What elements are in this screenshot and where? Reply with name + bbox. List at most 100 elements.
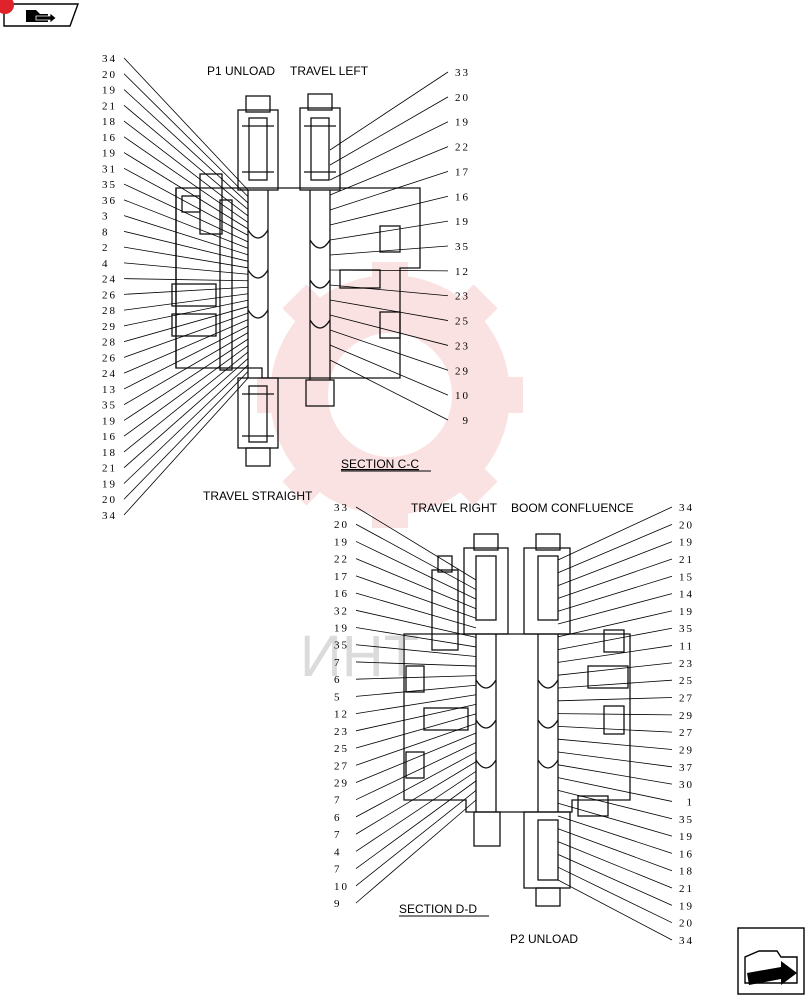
leader-line bbox=[123, 152, 249, 230]
leader-line bbox=[123, 278, 249, 282]
leader-line bbox=[557, 645, 673, 663]
leader-line bbox=[355, 742, 477, 801]
callout-dd-left-8: 35 bbox=[334, 640, 349, 652]
callout-cc-left-8: 35 bbox=[102, 179, 117, 191]
callout-dd-right-20: 16 bbox=[679, 848, 694, 860]
leader-line bbox=[123, 351, 249, 453]
leader-line bbox=[557, 854, 673, 906]
callout-cc-right-6: 19 bbox=[455, 216, 470, 228]
callout-cc-left-5: 16 bbox=[102, 132, 117, 144]
callout-dd-left-9: 7 bbox=[334, 657, 342, 669]
callout-dd-right-5: 14 bbox=[679, 589, 694, 601]
callout-cc-right-3: 22 bbox=[455, 142, 470, 154]
callout-dd-left-10: 6 bbox=[334, 674, 342, 686]
leader-line bbox=[123, 215, 249, 256]
callout-cc-right-13: 10 bbox=[455, 390, 470, 402]
callout-cc-left-28: 20 bbox=[102, 494, 117, 506]
leader-line bbox=[123, 358, 249, 469]
callout-dd-left-16: 29 bbox=[334, 777, 349, 789]
section-dd-caption: SECTION D-D bbox=[399, 902, 477, 916]
leader-line bbox=[355, 506, 477, 581]
leader-line bbox=[123, 332, 249, 406]
p1-unload-label: P1 UNLOAD bbox=[207, 64, 275, 78]
callout-dd-right-14: 29 bbox=[679, 744, 694, 756]
section-dd-drawing bbox=[403, 533, 631, 907]
leader-line bbox=[557, 627, 673, 650]
leader-line bbox=[329, 344, 449, 396]
leader-line bbox=[557, 541, 673, 586]
leader-line bbox=[557, 828, 673, 872]
callout-cc-left-19: 26 bbox=[102, 352, 117, 364]
callout-cc-right-0: 33 bbox=[455, 67, 470, 79]
callout-dd-right-4: 15 bbox=[679, 571, 694, 583]
callout-dd-left-19: 7 bbox=[334, 829, 342, 841]
leader-line bbox=[329, 359, 449, 421]
callout-dd-right-0: 34 bbox=[679, 502, 694, 514]
leader-line bbox=[123, 120, 249, 217]
leader-line bbox=[355, 751, 477, 818]
leader-line bbox=[557, 764, 673, 785]
callout-cc-right-9: 23 bbox=[455, 291, 470, 303]
callout-dd-right-15: 37 bbox=[679, 762, 694, 774]
leader-line bbox=[123, 377, 249, 516]
callout-cc-right-8: 12 bbox=[455, 266, 470, 278]
leader-line bbox=[557, 679, 673, 689]
leader-line bbox=[123, 230, 249, 262]
leader-line bbox=[329, 71, 449, 151]
callout-cc-left-16: 28 bbox=[102, 305, 117, 317]
callout-cc-left-4: 18 bbox=[102, 116, 117, 128]
callout-cc-left-7: 31 bbox=[102, 163, 117, 175]
callout-dd-left-11: 5 bbox=[334, 691, 342, 703]
leader-line bbox=[329, 195, 449, 226]
leader-line bbox=[123, 364, 249, 484]
callout-dd-right-7: 35 bbox=[679, 623, 694, 635]
leader-line bbox=[355, 770, 477, 852]
leader-line bbox=[355, 703, 477, 732]
leader-line bbox=[557, 697, 673, 702]
callout-cc-left-6: 19 bbox=[102, 148, 117, 160]
leader-line bbox=[355, 780, 477, 869]
leader-line bbox=[329, 96, 449, 166]
boom-confluence-label: BOOM CONFLUENCE bbox=[511, 501, 634, 515]
leader-line bbox=[123, 183, 249, 243]
leader-line bbox=[329, 146, 449, 196]
callout-cc-left-11: 8 bbox=[102, 226, 110, 238]
callout-dd-left-20: 4 bbox=[334, 846, 342, 858]
callout-cc-left-23: 19 bbox=[102, 415, 117, 427]
leader-line bbox=[123, 262, 249, 275]
leader-line bbox=[355, 713, 477, 749]
callout-dd-right-3: 21 bbox=[679, 554, 694, 566]
callout-dd-left-5: 16 bbox=[334, 588, 349, 600]
leader-line bbox=[123, 371, 249, 500]
section-cc-caption: SECTION C-C bbox=[341, 457, 419, 471]
callout-dd-right-6: 19 bbox=[679, 606, 694, 618]
callout-cc-left-21: 13 bbox=[102, 384, 117, 396]
next-page-button[interactable] bbox=[737, 927, 805, 995]
leader-line bbox=[123, 246, 249, 269]
callout-cc-left-25: 18 bbox=[102, 447, 117, 459]
leader-line bbox=[355, 609, 477, 638]
leader-line bbox=[557, 506, 673, 561]
leader-line bbox=[329, 245, 449, 256]
callout-dd-right-11: 27 bbox=[679, 693, 694, 705]
callout-dd-left-13: 23 bbox=[334, 726, 349, 738]
callout-dd-left-21: 7 bbox=[334, 864, 342, 876]
callout-dd-left-6: 32 bbox=[334, 605, 349, 617]
callout-dd-right-10: 25 bbox=[679, 675, 694, 687]
leader-line bbox=[123, 286, 249, 295]
callout-cc-right-4: 17 bbox=[455, 166, 470, 178]
callout-dd-right-25: 34 bbox=[679, 935, 694, 947]
back-nav-button[interactable] bbox=[0, 0, 80, 28]
leader-line bbox=[557, 777, 673, 802]
callout-cc-left-0: 34 bbox=[102, 53, 117, 65]
callout-dd-right-8: 11 bbox=[679, 641, 694, 653]
callout-dd-left-3: 22 bbox=[334, 554, 349, 566]
leader-line bbox=[355, 694, 477, 715]
callout-cc-left-18: 28 bbox=[102, 337, 117, 349]
leader-line bbox=[355, 799, 477, 904]
callout-cc-left-1: 20 bbox=[102, 69, 117, 81]
travel-straight-label: TRAVEL STRAIGHT bbox=[203, 489, 313, 503]
leader-line bbox=[123, 345, 249, 437]
leader-line bbox=[329, 284, 449, 297]
